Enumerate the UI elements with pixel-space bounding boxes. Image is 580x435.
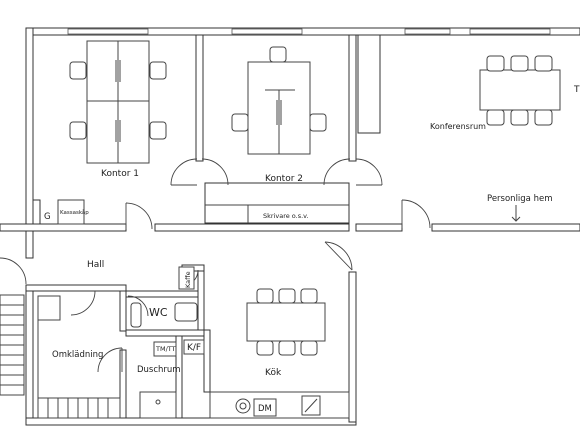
room-label-kontor2: Kontor 2 bbox=[265, 174, 303, 184]
kontor2-desks bbox=[247, 61, 311, 155]
arrow-down-icon bbox=[511, 205, 521, 222]
label-kf: K/F bbox=[187, 343, 201, 353]
room-label-duschrum: Duschrum bbox=[137, 365, 181, 375]
doors bbox=[0, 158, 431, 373]
label-dm: DM bbox=[258, 404, 272, 414]
room-label-hall: Hall bbox=[87, 260, 104, 270]
room-label-konferensrum: Konferensrum bbox=[430, 122, 486, 131]
exterior-walls bbox=[25, 27, 580, 426]
conference-table bbox=[479, 69, 561, 111]
room-label-kontor1: Kontor 1 bbox=[101, 169, 139, 179]
kontor1-desks bbox=[86, 40, 150, 164]
label-skrivare: Skrivare o.s.v. bbox=[263, 212, 309, 220]
room-label-omkladning: Omklädning bbox=[52, 350, 103, 360]
room-label-edge-t: T bbox=[573, 85, 580, 95]
shower bbox=[139, 391, 177, 419]
kitchen-table bbox=[246, 302, 326, 342]
omkladning-lockers bbox=[37, 295, 121, 419]
conference-chairs bbox=[486, 55, 553, 126]
label-g: G bbox=[44, 212, 51, 222]
wc-fixtures bbox=[130, 266, 198, 328]
room-label-personliga-hem: Personliga hem bbox=[487, 194, 553, 204]
label-kaffe: Kaffe bbox=[184, 271, 192, 288]
room-label-wc: WC bbox=[149, 306, 168, 319]
kitchen-counter bbox=[209, 391, 350, 419]
label-kassaskap: Kassaskåp bbox=[60, 209, 89, 216]
windows-top bbox=[67, 28, 551, 35]
kassaskap-cabinet bbox=[57, 199, 85, 225]
interior-walls bbox=[0, 34, 580, 419]
kontor2-chairs bbox=[231, 46, 327, 132]
kitchen-chairs bbox=[256, 288, 318, 356]
room-label-kok: Kök bbox=[265, 368, 282, 378]
stairs bbox=[0, 294, 25, 396]
label-tm-tt: TM/TT bbox=[155, 345, 176, 353]
kontor1-chairs bbox=[69, 61, 167, 140]
